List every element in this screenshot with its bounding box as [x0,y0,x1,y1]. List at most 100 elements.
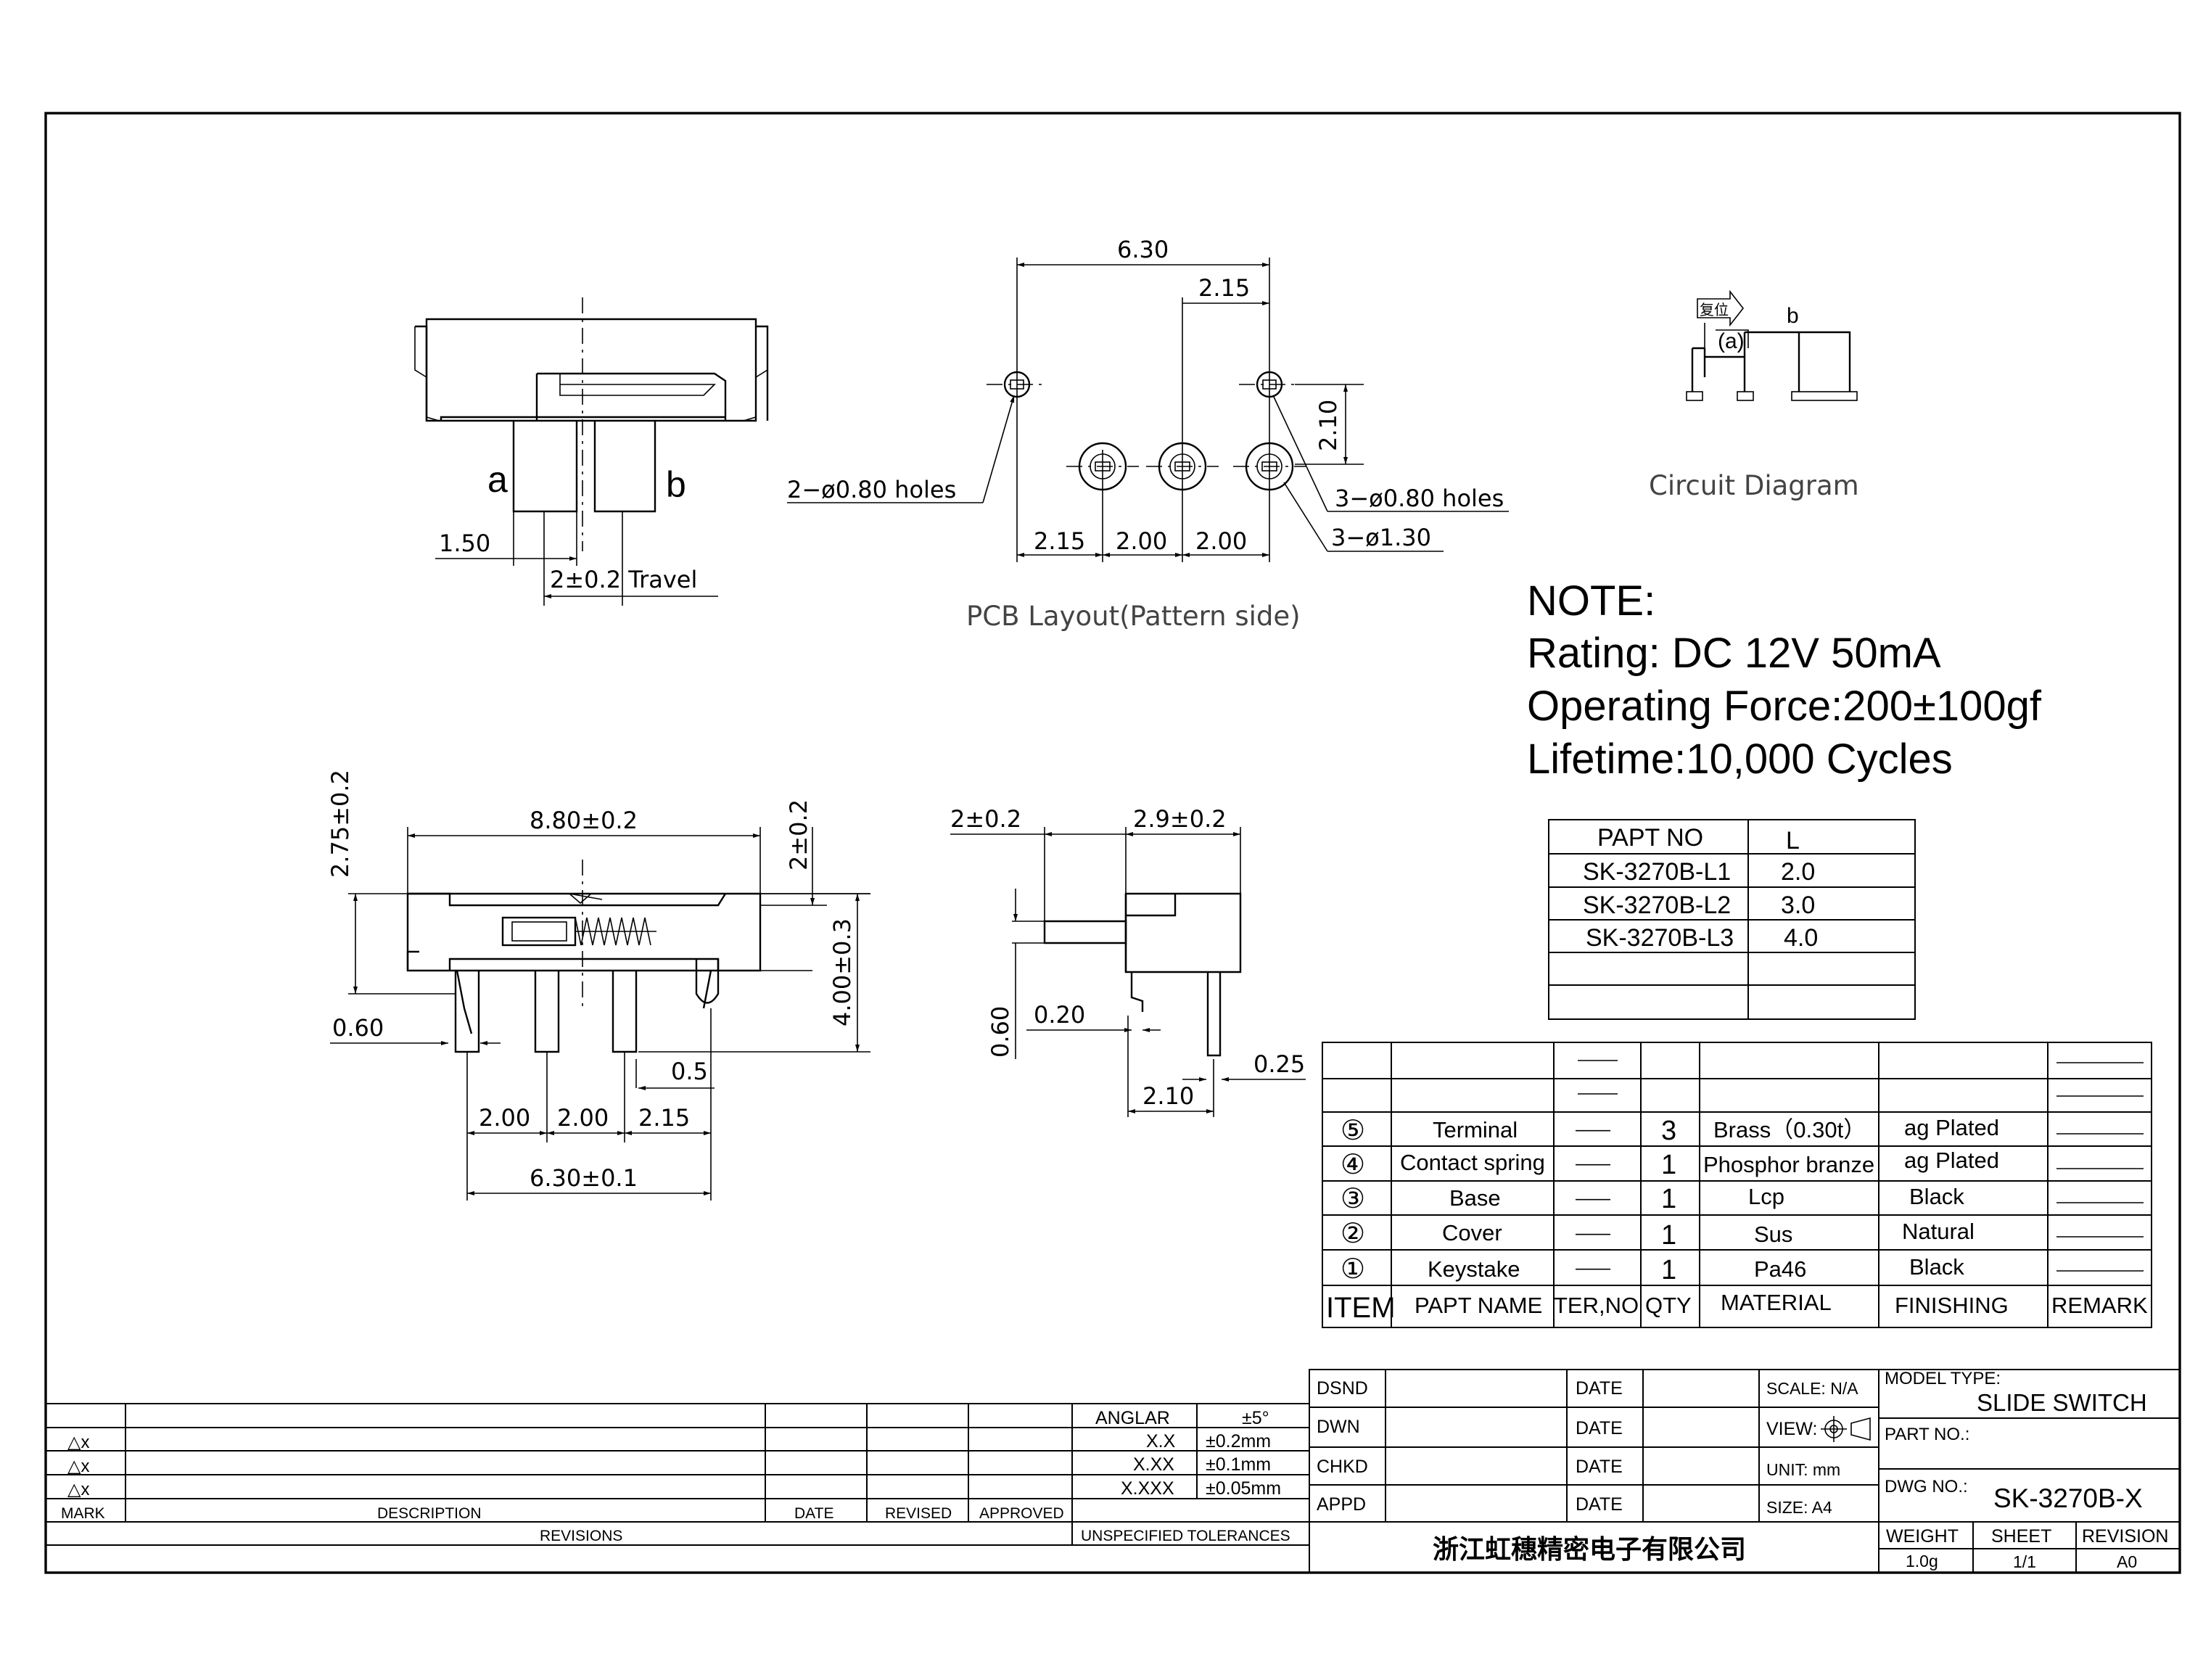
pcb-caption: PCB Layout(Pattern side) [966,601,1301,632]
bom-header-remark: REMARK [2051,1293,2148,1318]
title-dwn: DWN [1317,1417,1360,1437]
pcb-pad-3 [1233,442,1306,491]
bom-table: ⑤ Terminal —— 3 Brass（0.30t） ag Plated ④… [1322,1042,2152,1328]
bom-header-item: ITEM [1326,1292,1396,1324]
circuit-label-a: (a) [1718,329,1745,353]
revision-mark-1: △x [67,1433,89,1452]
bom-row-3: ③ Base —— 1 Lcp Black [1341,1184,2144,1214]
bom-row-4-material: Phosphor branze [1703,1152,1874,1177]
title-model-type: SLIDE SWITCH [1977,1389,2147,1416]
bom-row-1-item: ① [1341,1254,1365,1285]
bom-row-4-ter: —— [1576,1154,1610,1174]
front-view: 2.75±0.2 8.80±0.2 2±0.2 4.00±0.3 0.60 0.… [326,770,870,1201]
revision-mark-2: △x [67,1457,89,1476]
revision-mark-3: △x [67,1480,89,1499]
title-date-3: DATE [1576,1457,1623,1477]
circuit-label-b: b [1787,304,1799,328]
pcb-dim-vert: 2.10 [1314,400,1342,451]
part-table-row-3-no: SK-3270B-L3 [1586,924,1734,952]
bom-header-finish: FINISHING [1895,1293,2009,1318]
part-table-header-l: L [1786,827,1800,855]
title-model-type-label: MODEL TYPE: [1885,1369,2001,1388]
bom-row-5-finish: ag Plated [1904,1115,1999,1140]
revision-col-revised: REVISED [885,1505,952,1522]
part-table-row-1-l: 2.0 [1781,858,1815,886]
bom-row-2-item: ② [1341,1219,1365,1249]
bom-row-1-material: Pa46 [1754,1256,1806,1282]
title-weight-label: WEIGHT [1886,1526,1959,1547]
tolerance-xxx-value: ±0.1mm [1206,1454,1271,1475]
bom-row-4-qty: 1 [1661,1150,1676,1180]
title-chkd: CHKD [1317,1457,1368,1477]
tolerance-xxxx-label: X.XXX [1121,1478,1174,1499]
pcb-note-holes-right: 3−ø0.80 holes [1335,485,1504,512]
part-table-row-2-no: SK-3270B-L2 [1583,892,1731,919]
note-lifetime: Lifetime:10,000 Cycles [1527,736,1953,783]
note-block: NOTE: Rating: DC 12V 50mA Operating Forc… [1527,577,2042,783]
note-force: Operating Force:200±100gf [1527,683,2042,730]
title-appd: APPD [1317,1494,1366,1515]
title-date-1: DATE [1576,1378,1623,1399]
top-view: a b 1.50 2±0.2 Travel [414,297,769,606]
tolerance-angle-label: ANGLAR [1095,1408,1170,1428]
bom-row-4: ④ Contact spring —— 1 Phosphor branze ag… [1341,1148,2144,1180]
part-table-header-no: PAPT NO [1597,824,1703,852]
front-dim-top: 2±0.2 [785,799,812,870]
pcb-dim-right: 2.15 [1198,274,1250,302]
bom-row-4-item: ④ [1341,1150,1365,1180]
pcb-pad-2 [1146,442,1219,491]
title-revision-label: REVISION [2082,1526,2168,1547]
title-part-no-label: PART NO.: [1885,1425,1969,1444]
pcb-hole-left [987,371,1047,398]
side-dim-right: 2.9±0.2 [1133,805,1227,833]
pcb-dim-total: 6.30 [1117,236,1169,263]
bom-row-1: ① Keystake —— 1 Pa46 Black [1341,1254,2144,1285]
bom-header-row: ITEM PAPT NAME TER,NO QTY MATERIAL FINIS… [1326,1290,2148,1324]
side-dim-210: 2.10 [1142,1082,1194,1110]
revision-col-desc: DESCRIPTION [377,1505,482,1522]
bom-row-2-material: Sus [1754,1222,1792,1247]
side-dim-025: 0.25 [1253,1050,1305,1078]
bom-row-5: ⑤ Terminal —— 3 Brass（0.30t） ag Plated [1341,1115,2144,1146]
tolerance-xx-label: X.X [1146,1431,1176,1452]
bom-row-1-qty: 1 [1661,1255,1676,1285]
bom-row-3-finish: Black [1909,1184,1964,1209]
title-scale: SCALE: N/A [1766,1379,1858,1398]
title-unit: UNIT: mm [1766,1460,1840,1479]
bom-row-2-ter: —— [1576,1224,1610,1243]
title-dwg-no: SK-3270B-X [1993,1483,2143,1513]
title-date-2: DATE [1576,1418,1623,1438]
part-table-row-1-no: SK-3270B-L1 [1583,858,1731,886]
bom-row-5-name: Terminal [1433,1117,1518,1142]
tolerance-xxxx-value: ±0.05mm [1206,1478,1281,1499]
bom-row-3-qty: 1 [1661,1184,1676,1214]
front-dim-060: 0.60 [332,1014,384,1042]
pcb-dim-b3: 2.00 [1195,527,1247,555]
bom-row-5-item: ⑤ [1341,1116,1365,1146]
title-dwg-no-label: DWG NO.: [1885,1477,1968,1496]
top-label-a: a [487,459,508,500]
front-dim-a: 2.00 [479,1104,530,1132]
bom-row-2-qty: 1 [1661,1220,1676,1251]
circuit-caption: Circuit Diagram [1649,470,1859,501]
bom-row-5-material: Brass（0.30t） [1713,1117,1866,1142]
title-sheet: 1/1 [2013,1552,2036,1571]
bom-row-3-name: Base [1449,1185,1501,1211]
front-dim-05: 0.5 [671,1058,708,1085]
bom-header-ter: TER,NO [1554,1293,1639,1318]
pcb-dim-b1: 2.15 [1034,527,1085,555]
bom-row-2: ② Cover —— 1 Sus Natural [1341,1219,2144,1251]
part-table-row-2-l: 3.0 [1781,892,1815,919]
note-rating: Rating: DC 12V 50mA [1527,630,1941,677]
bom-row-3-ter: —— [1576,1189,1610,1208]
title-revision: A0 [2117,1552,2137,1571]
bom-row-3-material: Lcp [1748,1184,1784,1209]
tolerance-angle-value: ±5° [1242,1408,1269,1428]
title-view: VIEW: [1766,1419,1817,1439]
side-dim-020: 0.20 [1034,1001,1085,1029]
tolerance-xx-value: ±0.2mm [1206,1431,1271,1452]
side-dim-left: 2±0.2 [950,805,1021,833]
tolerance-footer: UNSPECIFIED TOLERANCES [1081,1528,1290,1544]
pcb-note-pad: 3−ø1.30 [1331,524,1431,551]
